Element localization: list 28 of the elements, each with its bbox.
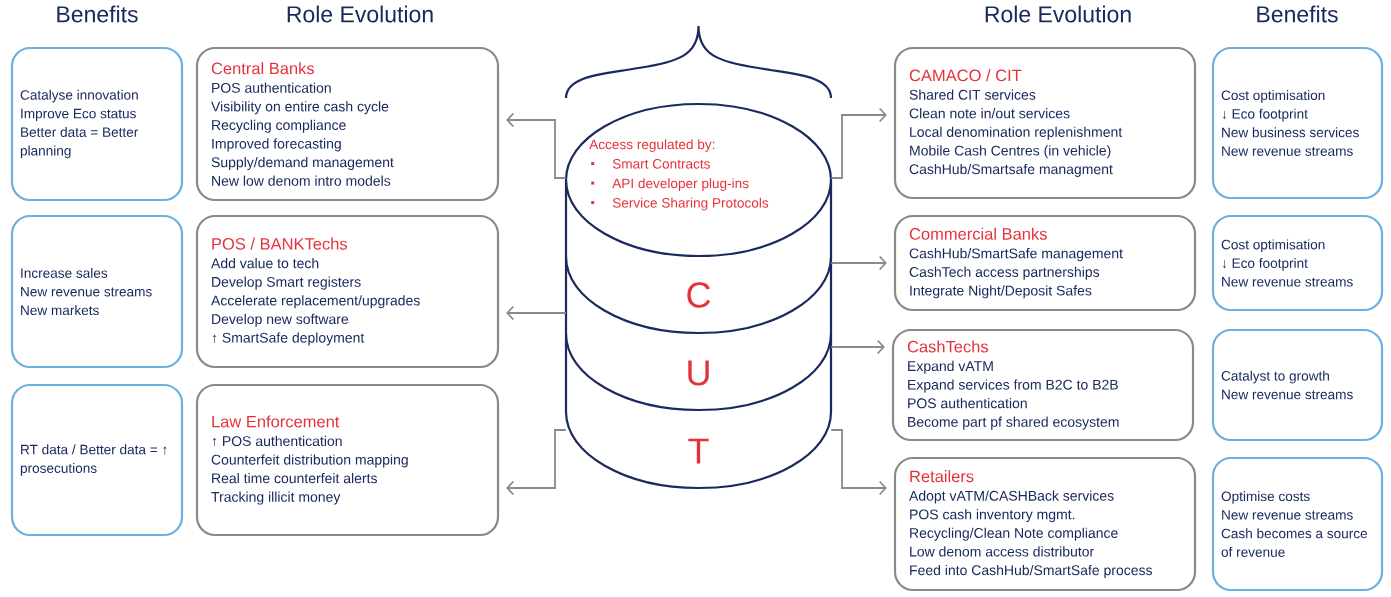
benefit-box: Cost optimisation ↓ Eco footprint New revenue streams [1211,214,1384,312]
benefit-box: Catalyse innovation Improve Eco status Better data = Better planning [10,46,184,202]
benefit-box: Increase sales New revenue streams New markets [10,214,184,369]
arrow [506,429,567,496]
benefit-box: RT data / Better data = ↑ prosecutions [10,383,184,537]
role-box: Commercial Banks CashHub/SmartSafe management CashTech access partnerships Integrate Night/Deposit Safes [893,214,1197,312]
arrow [506,305,567,321]
column-heading: Role Evolution [985,5,1131,23]
arrow [830,107,887,179]
column-heading: Benefits [57,5,138,23]
role-box: Retailers Adopt vATM/CASHBack services POS cash inventory mgmt. Recycling/Clean Note compliance Low denom access distributor Feed into CashHub/SmartSafe process [893,456,1197,592]
benefit-box: Optimise costs New revenue streams Cash becomes a source of revenue [1211,456,1384,592]
column-heading: Benefits [1257,5,1338,23]
role-box: CAMACO / CIT Shared CIT services Clean note in/out services Local denomination replenishment Mobile Cash Centres (in vehicle) CashHub/Smartsafe managment [893,46,1197,200]
role-box: Central Banks POS authentication Visibility on entire cash cycle Recycling compliance Improved forecasting Supply/demand management New low denom intro models [195,46,500,202]
cylinder-letter: U [688,360,709,386]
role-box: POS / BANKTechs Add value to tech Develop Smart registers Accelerate replacement/upgrades Develop new software ↑ SmartSafe deployment [195,214,500,369]
role-box: CashTechs Expand vATM Expand services from B2C to B2B POS authentication Become part pf shared ecosystem [891,328,1195,442]
cylinder-letter: T [688,438,709,464]
cylinder-letter: C [687,282,711,308]
role-box: Law Enforcement ↑ POS authentication Counterfeit distribution mapping Real time counterfeit alerts Tracking illicit money [195,383,500,537]
arrow [830,429,887,496]
arrow [830,255,887,271]
arrow [506,112,567,179]
column-heading: Role Evolution [287,5,433,23]
arrow [830,339,885,355]
benefit-box: Cost optimisation ↓ Eco footprint New business services New revenue streams [1211,46,1384,200]
benefit-box: Catalyst to growth New revenue streams [1211,328,1384,442]
